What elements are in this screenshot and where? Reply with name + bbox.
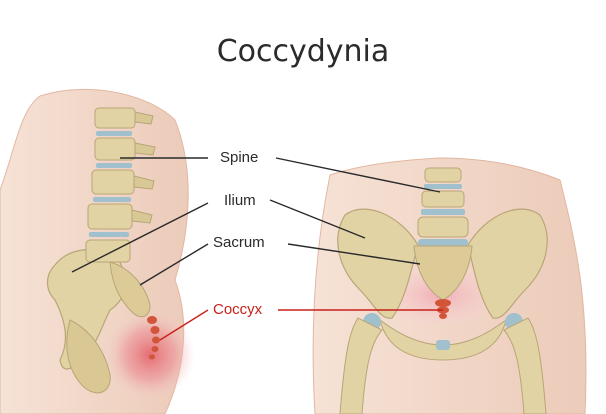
coccyx-label: Coccyx [213,301,263,318]
spine-leader-line-right [275,157,441,193]
front-femur-left [339,317,383,414]
sacrum-leader-line-right [287,243,421,265]
sacrum-label: Sacrum [213,234,265,251]
front-ilium-left [337,208,419,319]
ilium-leader-line-left [71,202,209,273]
front-ilium-right [467,208,548,319]
ilium-leader-line-right [269,199,366,239]
ilium-label: Ilium [224,192,256,209]
sacrum-leader-line-left [139,243,209,286]
diagram-title: Coccydynia [216,34,390,69]
side-spine [85,107,156,263]
side-hip-bone [66,319,111,394]
front-pubic-symphysis [436,340,450,350]
side-coccyx-bone [147,316,160,360]
spine-label: Spine [220,149,259,166]
front-spine [417,167,469,246]
front-femur-right [503,317,547,414]
coccyx-leader-line-left [159,309,209,341]
side-sacrum-bone [109,261,151,318]
